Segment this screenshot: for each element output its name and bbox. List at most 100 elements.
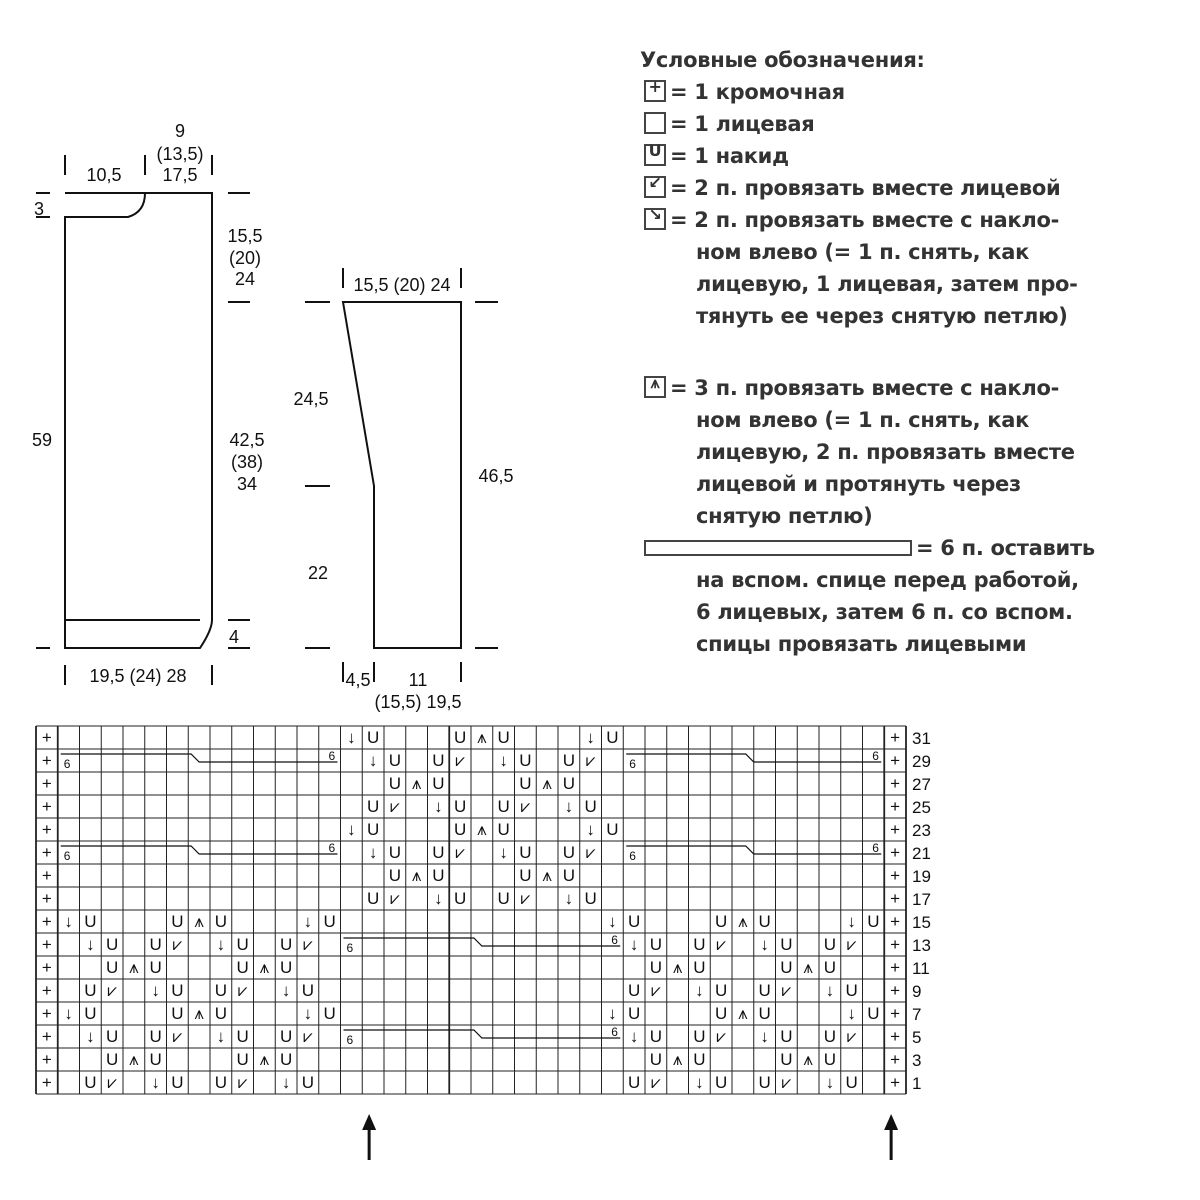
lace-stitch: U <box>845 1073 857 1092</box>
legend: Условные обозначения: + = 1 кромочная = … <box>640 44 1140 660</box>
lace-stitch: ⩗ <box>390 797 400 816</box>
edge-stitch: + <box>890 889 900 908</box>
lace-stitch: ⩚ <box>194 1004 204 1023</box>
lace-stitch: ↓ <box>86 935 95 954</box>
lace-stitch: ⩗ <box>586 751 596 770</box>
lace-stitch: U <box>302 981 314 1000</box>
lace-stitch: U <box>171 912 183 931</box>
lace-stitch: U <box>323 1004 335 1023</box>
lace-stitch: U <box>236 1027 248 1046</box>
edge-stitch: + <box>890 774 900 793</box>
edge-stitch: + <box>890 843 900 862</box>
lace-stitch: ↓ <box>630 935 639 954</box>
lace-stitch: ↓ <box>695 981 704 1000</box>
edge-stitch: + <box>42 866 52 885</box>
edge-stitch: + <box>890 981 900 1000</box>
lace-stitch: U <box>824 1027 836 1046</box>
lace-stitch: U <box>432 866 444 885</box>
row-label: 29 <box>912 752 931 771</box>
lace-stitch: ⩚ <box>803 958 813 977</box>
lace-stitch: U <box>780 1027 792 1046</box>
lace-stitch: ↓ <box>64 1004 73 1023</box>
lace-stitch: ↓ <box>282 981 291 1000</box>
lace-stitch: U <box>584 797 596 816</box>
lace-stitch: U <box>715 912 727 931</box>
lace-stitch: U <box>758 912 770 931</box>
lace-stitch: U <box>715 1073 727 1092</box>
lace-stitch: U <box>454 889 466 908</box>
lace-stitch: ↓ <box>847 912 856 931</box>
lace-stitch: ↓ <box>847 1004 856 1023</box>
lace-stitch: U <box>389 774 401 793</box>
lace-stitch: U <box>236 1050 248 1069</box>
row-label: 15 <box>912 913 931 932</box>
lace-stitch: U <box>845 981 857 1000</box>
lace-stitch: U <box>715 1004 727 1023</box>
lace-stitch: ↓ <box>760 935 769 954</box>
edge-stitch: + <box>890 866 900 885</box>
lace-stitch: ↓ <box>151 981 160 1000</box>
lace-stitch: ↓ <box>826 1073 835 1092</box>
edge-stitch: + <box>42 1073 52 1092</box>
armhole-2: (20) <box>229 248 261 268</box>
lace-stitch: U <box>628 912 640 931</box>
sleeve-total: 46,5 <box>478 466 513 486</box>
cable-crossing <box>343 1029 621 1039</box>
lace-stitch: ⩗ <box>782 981 792 1000</box>
lace-stitch: ↓ <box>347 728 356 747</box>
edge-stitch: + <box>42 728 52 747</box>
lace-stitch: U <box>758 1004 770 1023</box>
lace-stitch: ⩗ <box>716 1027 726 1046</box>
neck-depth: 3 <box>34 199 44 219</box>
lace-stitch: ⩚ <box>803 1050 813 1069</box>
ssk-icon: ↘ <box>644 205 666 230</box>
lace-stitch: U <box>454 797 466 816</box>
lace-stitch: ↓ <box>586 820 595 839</box>
lace-stitch: U <box>236 958 248 977</box>
lace-stitch: U <box>628 1073 640 1092</box>
legend-item-k2tog: ↙ = 2 п. провязать вместе лицевой <box>640 172 1140 204</box>
lace-stitch: U <box>171 1073 183 1092</box>
edge-stitch: + <box>890 1050 900 1069</box>
edge-stitch: + <box>890 728 900 747</box>
lace-stitch: ⩚ <box>260 958 270 977</box>
cable-label: 6 <box>329 841 336 855</box>
lace-stitch: ↓ <box>151 1073 160 1092</box>
legend-item-cable: = 6 п. оставить <box>640 532 1140 564</box>
lace-stitch: ↓ <box>347 820 356 839</box>
yarn-over-icon: U <box>644 141 666 166</box>
lace-stitch: ↓ <box>434 889 443 908</box>
lace-stitch: U <box>171 1004 183 1023</box>
row-label: 25 <box>912 798 931 817</box>
lace-stitch: U <box>628 1004 640 1023</box>
lace-stitch: U <box>432 843 444 862</box>
lace-stitch: ↓ <box>304 1004 313 1023</box>
lace-stitch: ⩗ <box>238 981 248 1000</box>
edge-stitch-icon: + <box>644 77 666 102</box>
row-label: 13 <box>912 936 931 955</box>
row-label: 17 <box>912 890 931 909</box>
lace-stitch: U <box>84 912 96 931</box>
lace-stitch: U <box>584 889 596 908</box>
lace-stitch: ↓ <box>282 1073 291 1092</box>
edge-stitch: + <box>42 889 52 908</box>
lace-stitch: ↓ <box>369 843 378 862</box>
lace-stitch: ↓ <box>64 912 73 931</box>
lace-stitch: ↓ <box>565 889 574 908</box>
edge-stitch: + <box>42 820 52 839</box>
lace-stitch: ⩚ <box>477 820 487 839</box>
lace-stitch: U <box>497 797 509 816</box>
lace-stitch: U <box>280 958 292 977</box>
lace-stitch: U <box>106 935 118 954</box>
side-1: 42,5 <box>229 430 264 450</box>
edge-stitch: + <box>890 1004 900 1023</box>
body-outline <box>64 192 213 649</box>
edge-stitch: + <box>42 981 52 1000</box>
row-label: 11 <box>912 959 930 978</box>
lace-stitch: U <box>389 843 401 862</box>
cable-label: 6 <box>872 749 879 763</box>
lace-stitch: U <box>389 751 401 770</box>
legend-item-knit: = 1 лицевая <box>640 108 1140 140</box>
shoulder-mid: (13,5) <box>156 144 203 164</box>
